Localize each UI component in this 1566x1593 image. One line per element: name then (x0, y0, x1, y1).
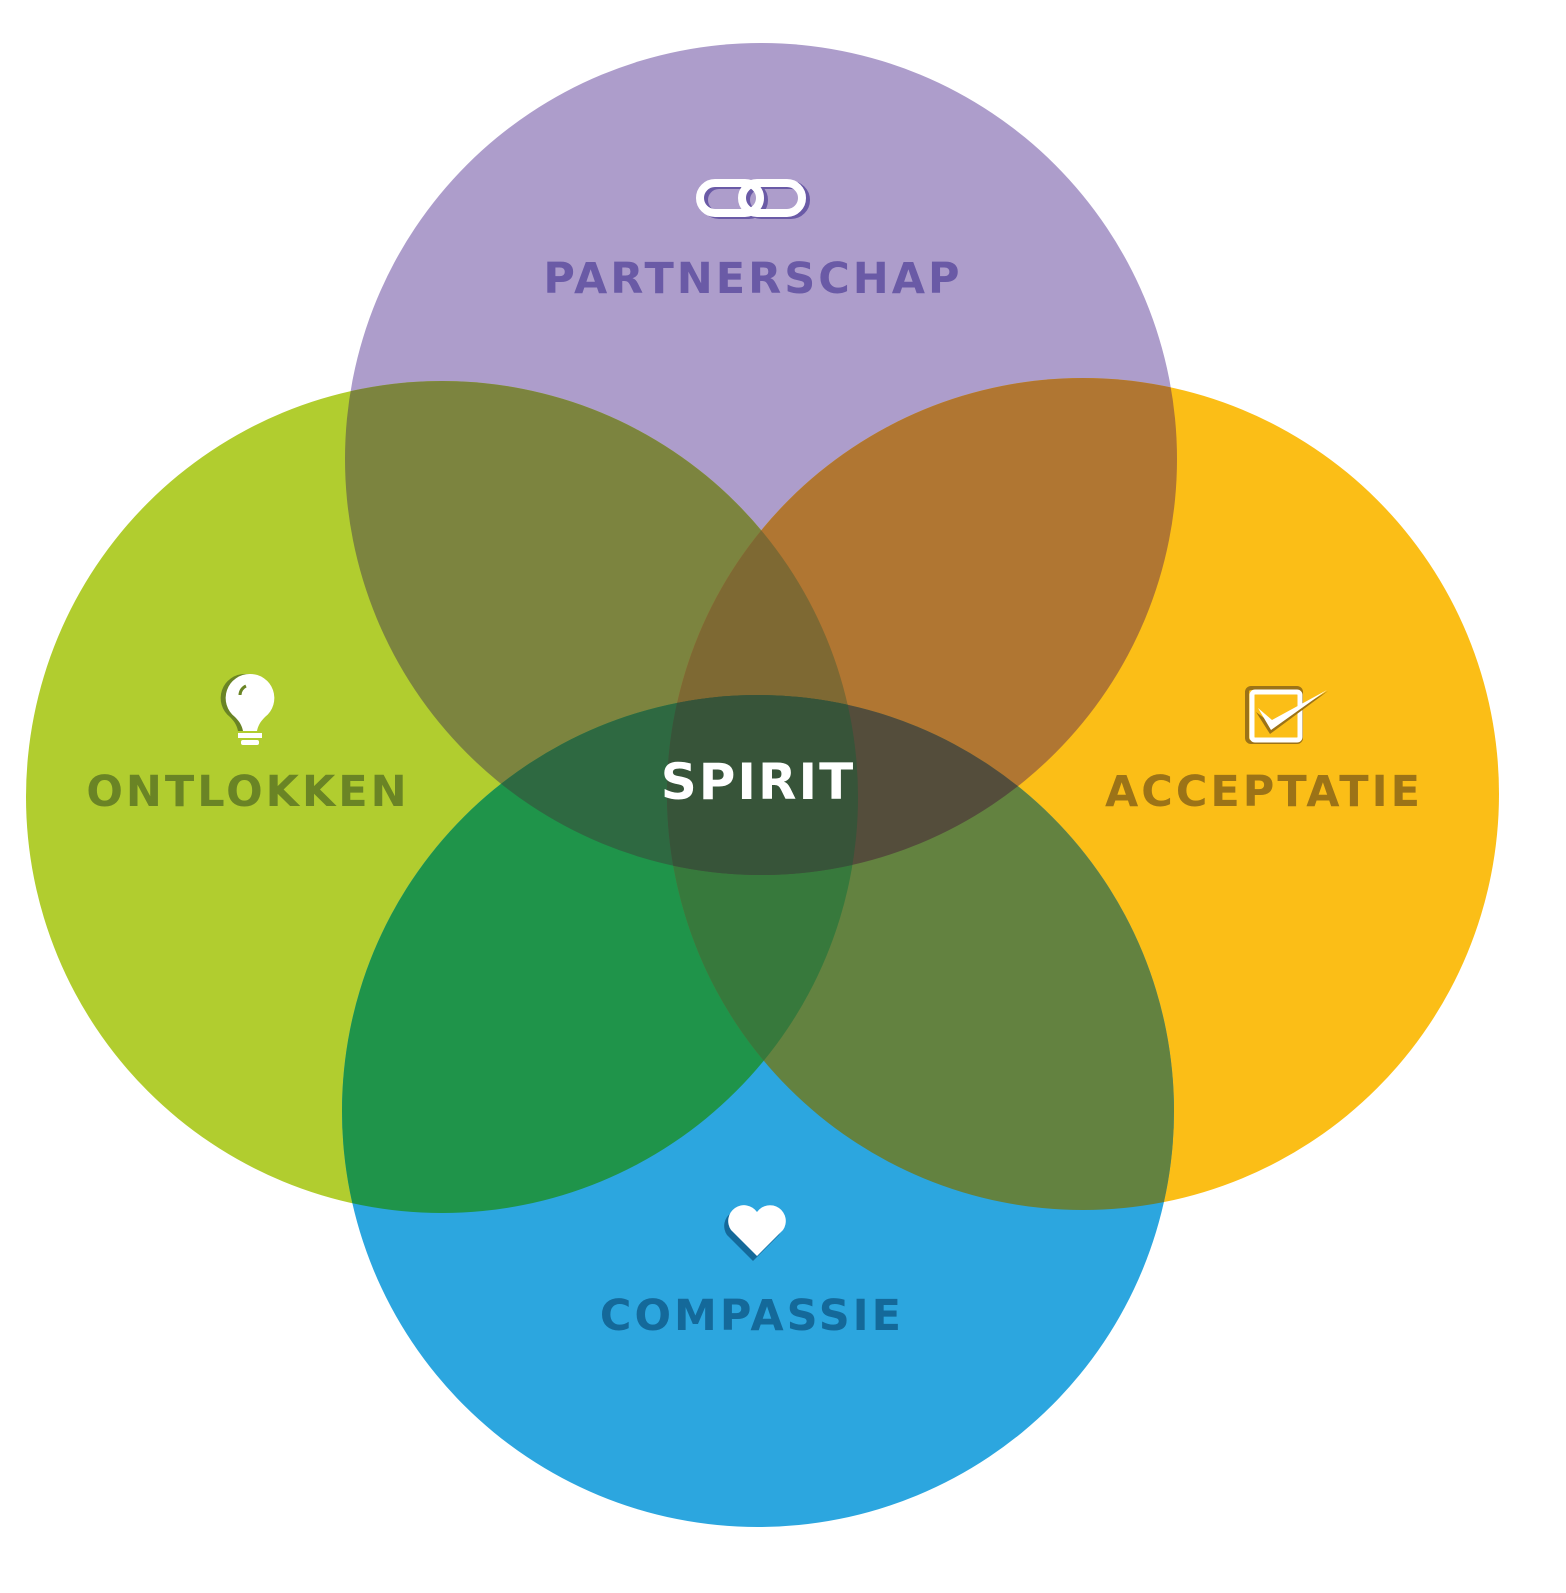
chain-link-icon (696, 179, 810, 219)
light-bulb-icon (220, 673, 275, 745)
label-acceptatie: ACCEPTATIE (1105, 767, 1423, 817)
label-compassie: COMPASSIE (600, 1291, 904, 1341)
heart-icon (724, 1205, 786, 1261)
label-spirit: SPIRIT (661, 753, 855, 811)
label-partnerschap: PARTNERSCHAP (543, 254, 962, 304)
checkbox-check-icon (1245, 686, 1328, 744)
label-ontlokken: ONTLOKKEN (86, 767, 409, 817)
